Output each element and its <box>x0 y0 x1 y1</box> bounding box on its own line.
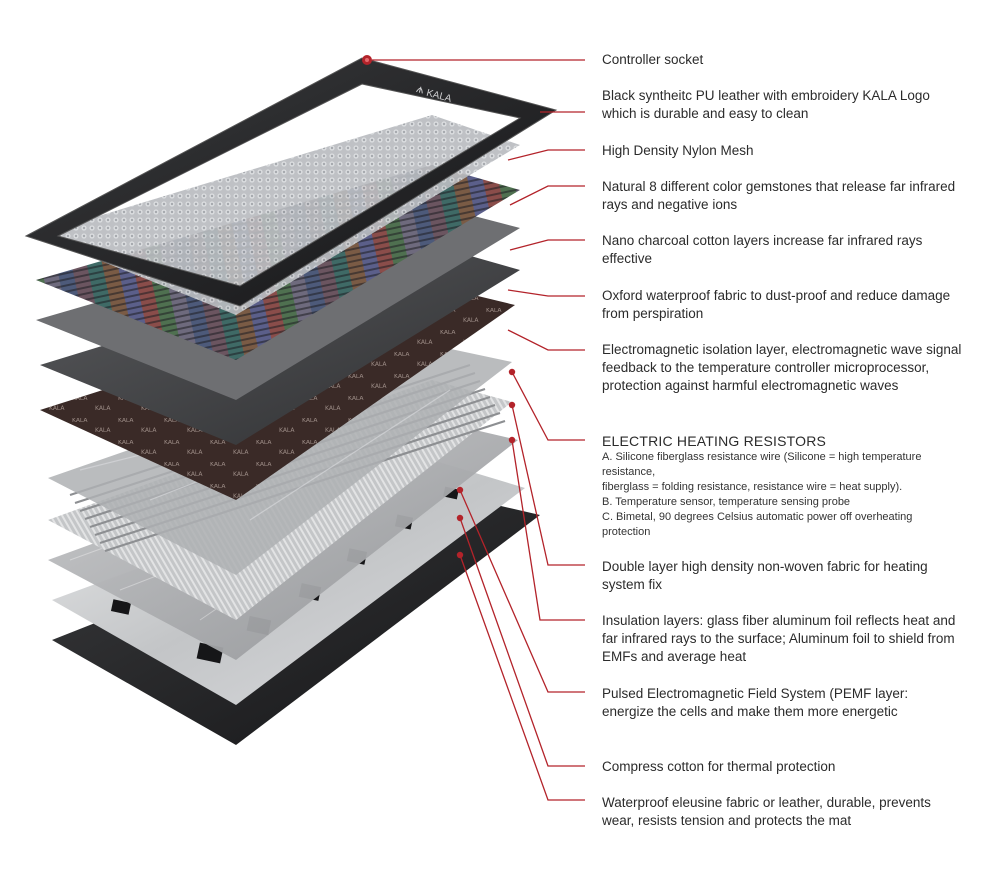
label-em-isolation: Electromagnetic isolation layer, electro… <box>602 342 962 393</box>
label-pu-leather: Black syntheitc PU leather with embroide… <box>602 88 930 121</box>
label-nylon-mesh: High Density Nylon Mesh <box>602 143 754 158</box>
callout-line <box>511 404 585 566</box>
label-pemf: Pulsed Electromagnetic Field System (PEM… <box>602 686 909 719</box>
callout-lines <box>372 59 585 801</box>
callout-line <box>507 289 585 297</box>
label-compress-cotton: Compress cotton for thermal protection <box>602 759 836 774</box>
label-charcoal-cotton: Nano charcoal cotton layers increase far… <box>602 233 923 266</box>
callout-line <box>459 517 585 767</box>
label-gemstones: Natural 8 different color gemstones that… <box>602 179 956 212</box>
callout-line <box>509 185 585 206</box>
callout-line <box>511 439 585 621</box>
callout-dots <box>456 368 516 559</box>
callout-line <box>459 554 585 801</box>
label-heating-resistors: ELECTRIC HEATING RESISTORS A. Silicone f… <box>602 433 922 538</box>
layer-pu-leather-frame: KALA <box>24 55 558 307</box>
callout-line <box>507 149 585 161</box>
label-controller-socket: Controller socket <box>602 52 704 67</box>
label-oxford-fabric: Oxford waterproof fabric to dust-proof a… <box>602 288 951 321</box>
callout-line <box>459 489 585 693</box>
callout-line <box>507 329 585 351</box>
label-insulation: Insulation layers: glass fiber aluminum … <box>602 613 956 664</box>
callout-line <box>511 371 585 441</box>
label-waterproof-base: Waterproof eleusine fabric or leather, d… <box>602 795 931 828</box>
label-non-woven: Double layer high density non-woven fabr… <box>602 559 928 592</box>
callout-line <box>509 239 585 251</box>
